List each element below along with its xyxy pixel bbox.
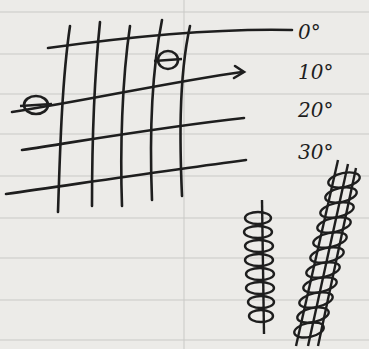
coil-small	[244, 200, 274, 334]
coil-large	[293, 160, 361, 346]
grid-lines	[6, 20, 292, 212]
degree-label: 30°	[298, 142, 333, 162]
degree-label: 0°	[298, 22, 321, 42]
degree-label: 20°	[298, 100, 333, 120]
circle-marks	[20, 51, 182, 114]
degree-label: 10°	[298, 62, 333, 82]
